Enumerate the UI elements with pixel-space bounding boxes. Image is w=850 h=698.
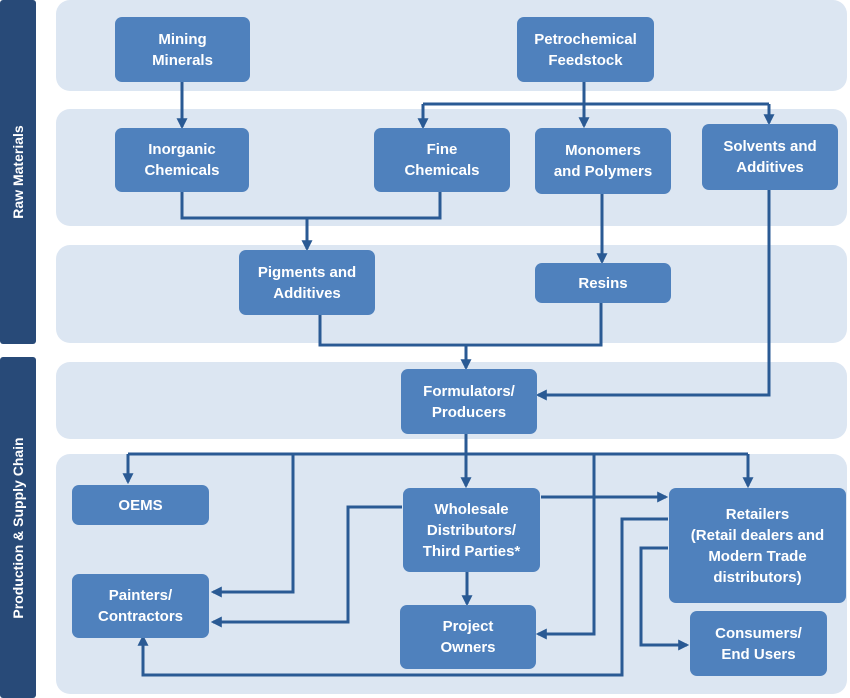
arrow-retailers-to-painters	[137, 517, 668, 677]
node-formulators-producers: Formulators/ Producers	[401, 369, 537, 434]
arrow-inorganic-fine-to-pigments	[180, 192, 442, 220]
node-project-owners: Project Owners	[400, 605, 536, 669]
arrow-solvents-to-formulators	[535, 190, 771, 401]
node-oems: OEMS	[72, 485, 209, 525]
node-mining-minerals: Mining Minerals	[115, 17, 250, 82]
node-fine-chemicals: Fine Chemicals	[374, 128, 510, 192]
node-monomers-polymers: Monomers and Polymers	[535, 128, 671, 194]
node-pigments-additives: Pigments and Additives	[239, 250, 375, 315]
node-consumers-end-users: Consumers/ End Users	[690, 611, 827, 676]
sidebar-production-supply-chain: Production & Supply Chain	[0, 357, 36, 698]
node-resins: Resins	[535, 263, 671, 303]
node-retailers: Retailers (Retail dealers and Modern Tra…	[669, 488, 846, 603]
node-petrochemical-feedstock: Petrochemical Feedstock	[517, 17, 654, 82]
node-inorganic-chemicals: Inorganic Chemicals	[115, 128, 249, 192]
arrow-wholesale-to-painters	[210, 505, 402, 628]
node-solvents-additives: Solvents and Additives	[702, 124, 838, 190]
node-painters-contractors: Painters/ Contractors	[72, 574, 209, 638]
arrow-retailers-to-consumers	[639, 546, 690, 651]
sidebar-raw-materials: Raw Materials	[0, 0, 36, 344]
node-wholesale-distributors: Wholesale Distributors/ Third Parties*	[403, 488, 540, 572]
band-intermediates	[56, 245, 847, 343]
arrow-bus-to-painters	[210, 454, 295, 598]
arrow-bus-to-project	[535, 454, 596, 640]
arrow-pigments-resins-merge	[318, 303, 603, 347]
